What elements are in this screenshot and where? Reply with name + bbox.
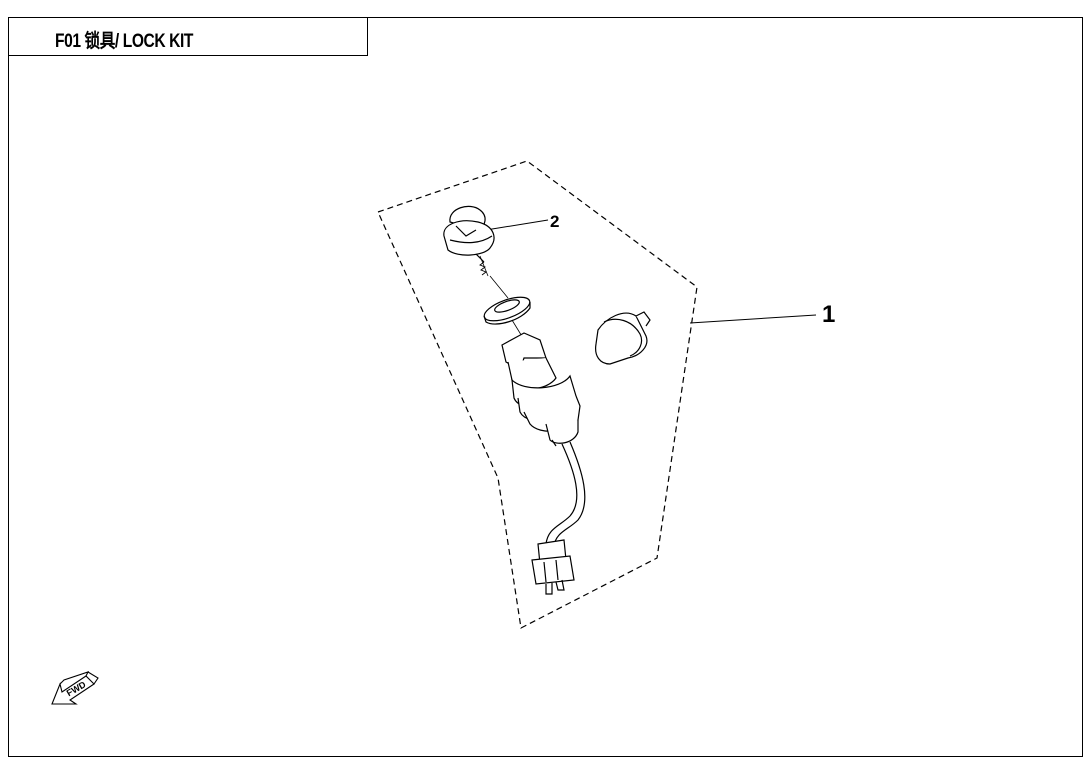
callout-2-label: 2 (550, 212, 559, 231)
callout-2-leader (485, 219, 549, 231)
page-title: F01 锁具/ LOCK KIT (55, 31, 194, 52)
key-part (443, 205, 495, 277)
callout-1-leader (689, 314, 817, 324)
callout-1-label: 1 (822, 301, 835, 328)
title-box (8, 17, 368, 56)
fwd-arrow-icon (51, 671, 99, 705)
switch-cable (545, 441, 586, 547)
ignition-switch-part (501, 332, 581, 447)
drawing-frame (8, 17, 1083, 757)
washer-part (483, 296, 531, 325)
lock-cap-part (595, 311, 651, 365)
connector-part (531, 539, 575, 595)
key-wire (489, 275, 509, 299)
kit-boundary (377, 160, 698, 629)
